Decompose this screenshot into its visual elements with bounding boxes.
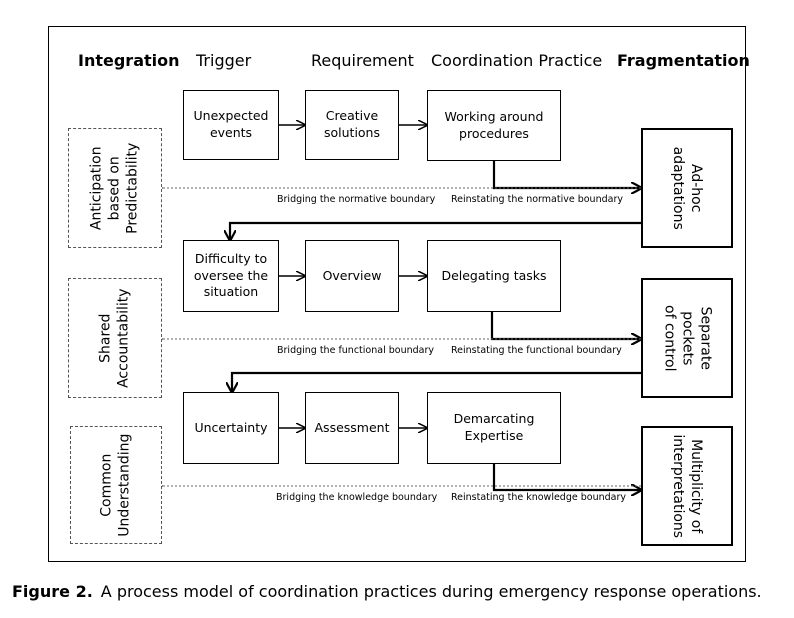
box-trigger-3: Uncertainty xyxy=(183,392,279,464)
diagram-frame xyxy=(48,26,746,562)
integration-label-1: Anticipation based on Predictability xyxy=(88,142,142,234)
header-fragmentation: Fragmentation xyxy=(617,51,750,70)
box-requirement-1: Creative solutions xyxy=(305,90,399,160)
box-requirement-2: Overview xyxy=(305,240,399,312)
box-integration-2: Shared Accountability xyxy=(68,278,162,398)
header-trigger: Trigger xyxy=(196,51,252,70)
header-coordination-practice: Coordination Practice xyxy=(431,51,603,70)
arrow-loop-1 xyxy=(230,221,641,240)
caption-label: Figure 2. xyxy=(12,582,93,601)
label-reinstating-1: Reinstating the normative boundary xyxy=(451,194,623,205)
box-practice-1: Working around procedures xyxy=(427,90,561,161)
box-integration-3: Common Understanding xyxy=(70,426,162,544)
label-bridging-3: Bridging the knowledge boundary xyxy=(276,492,438,503)
box-trigger-2: Difficulty to oversee the situation xyxy=(183,240,279,312)
box-requirement-3: Assessment xyxy=(305,392,399,464)
fragmentation-label-3: Multiplicity of interpretations xyxy=(670,434,705,538)
box-fragmentation-2: Separate pockets of control xyxy=(641,278,733,398)
box-fragmentation-3: Multiplicity of interpretations xyxy=(641,426,733,546)
integration-label-3: Common Understanding xyxy=(98,433,133,537)
arrow-reinstating-1 xyxy=(492,161,641,188)
integration-label-2: Shared Accountability xyxy=(97,288,132,388)
box-practice-3: Demarcating Expertise xyxy=(427,392,561,464)
caption-text: A process model of coordination practice… xyxy=(100,582,762,601)
arrow-reinstating-2 xyxy=(490,312,641,339)
arrow-reinstating-3 xyxy=(492,463,641,490)
label-bridging-1: Bridging the normative boundary xyxy=(277,194,436,205)
box-integration-1: Anticipation based on Predictability xyxy=(68,128,162,248)
label-reinstating-2: Reinstating the functional boundary xyxy=(451,345,622,356)
box-practice-2: Delegating tasks xyxy=(427,240,561,312)
box-fragmentation-1: Ad-hoc adaptations xyxy=(641,128,733,248)
header-integration: Integration xyxy=(78,51,180,70)
figure-caption: Figure 2. A process model of coordination… xyxy=(12,582,762,601)
box-trigger-1: Unexpected events xyxy=(183,90,279,160)
label-bridging-2: Bridging the functional boundary xyxy=(277,345,434,356)
fragmentation-label-2: Separate pockets of control xyxy=(660,304,714,372)
label-reinstating-3: Reinstating the knowledge boundary xyxy=(451,492,626,503)
fragmentation-label-1: Ad-hoc adaptations xyxy=(670,146,705,230)
arrow-loop-2 xyxy=(232,371,641,392)
header-requirement: Requirement xyxy=(311,51,414,70)
